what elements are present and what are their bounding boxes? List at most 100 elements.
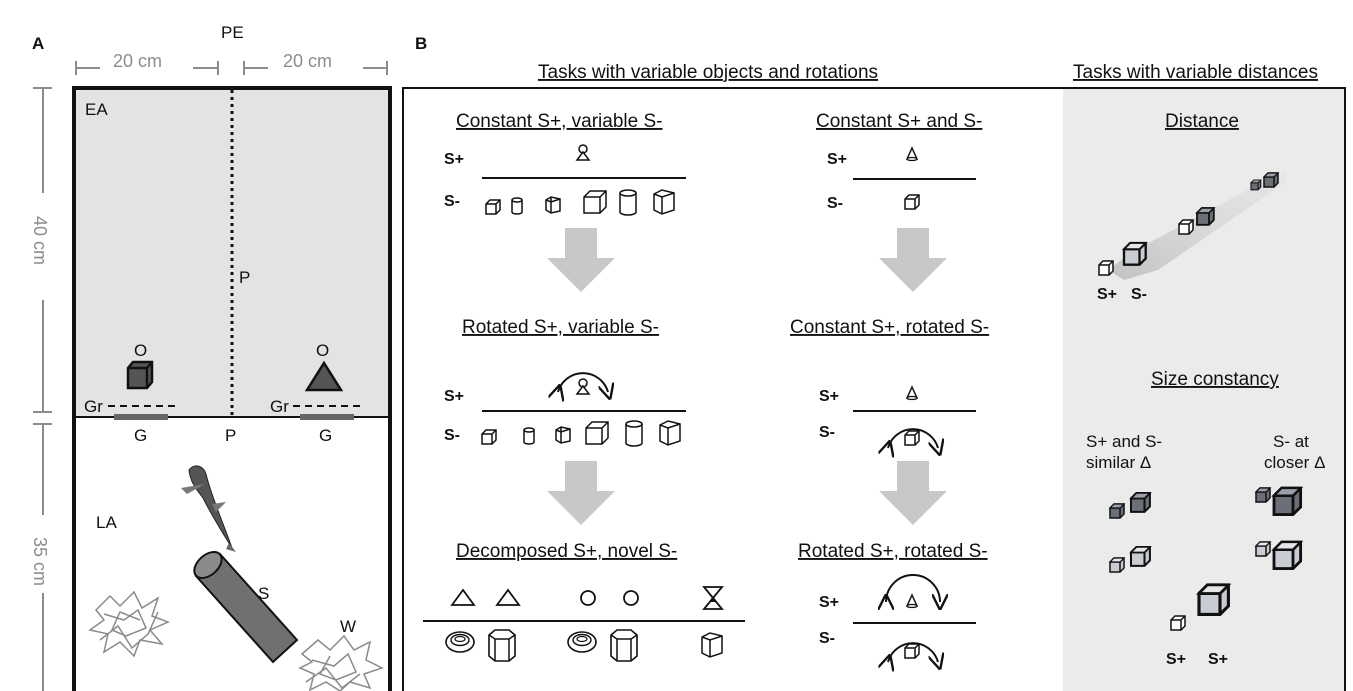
prism-icon [653, 189, 675, 215]
header-variable-distances: Tasks with variable distances [1073, 62, 1318, 83]
circle-icon [623, 590, 639, 606]
down-arrow-icon [879, 228, 947, 292]
distance-splus-label: S+ [1097, 286, 1117, 303]
cube-small-icon [1250, 179, 1262, 191]
rotation-arrow-icon [558, 372, 608, 392]
sminus-label: S- [819, 424, 835, 441]
down-arrow-icon [547, 228, 615, 292]
gate-right [300, 414, 354, 420]
similar-delta-line2: similar Δ [1086, 453, 1151, 472]
cube-light-icon [1255, 541, 1271, 557]
splus-label: S+ [444, 151, 464, 168]
cube-dark-icon [1196, 207, 1215, 226]
width-left-label: 20 cm [113, 51, 162, 71]
column-variable-objects: Constant S+, variable S- S+ S- Rotated S… [423, 111, 745, 662]
panel-a: A PE 20 cm 20 cm 40 cm 35 cm EA P P O [30, 23, 392, 691]
pe-label: PE [221, 23, 244, 42]
cube-dark-icon [1263, 172, 1279, 188]
hourglass-sand-icon [709, 596, 717, 602]
object-triangle-icon [304, 360, 344, 392]
cube-large-icon [1197, 583, 1230, 616]
closer-delta-line2: closer Δ [1264, 453, 1325, 472]
sminus-label: S- [819, 630, 835, 647]
column-rotations: Constant S+ and S- S+ S- Constant S+, ro… [790, 111, 989, 662]
cube-light-icon [1129, 545, 1151, 567]
cube-icon [485, 199, 501, 215]
grid-right-label: Gr [270, 397, 289, 416]
arena-walls [72, 86, 392, 691]
weed-left-icon [88, 590, 170, 658]
gate-left-label: G [134, 426, 147, 445]
cube-icon [583, 190, 607, 214]
height-top-label: 40 cm [30, 216, 50, 265]
cube-icon [1098, 260, 1114, 276]
panel-b-frame [402, 87, 1346, 691]
splus-label: S+ [827, 151, 847, 168]
splus-label: S+ [444, 388, 464, 405]
object-left-label: O [134, 341, 147, 360]
size-splus-label-2: S+ [1208, 651, 1228, 668]
rotation-arrow-icon [888, 642, 938, 662]
height-ruler [33, 87, 52, 691]
width-right-label: 20 cm [283, 51, 332, 71]
cube-large-icon [1122, 241, 1147, 266]
hourglass-icon [576, 144, 590, 161]
title-size-constancy: Size constancy [1151, 369, 1279, 390]
sminus-label: S- [444, 193, 460, 210]
gate-left [114, 414, 168, 420]
stone-icon [193, 550, 299, 664]
object-right-label: O [316, 341, 329, 360]
prism-icon [545, 196, 561, 214]
partition-label-bottom: P [225, 426, 236, 445]
rotation-arrow-icon [886, 574, 940, 602]
rotation-arrow-icon [888, 428, 938, 448]
torus-icon [445, 631, 475, 653]
triangle-icon [495, 588, 521, 606]
weed-label: W [340, 617, 356, 636]
cone-icon [906, 594, 918, 609]
cube-icon [1178, 219, 1194, 235]
cone-icon [906, 147, 918, 162]
closer-delta-line1: S- at [1273, 432, 1309, 451]
down-arrow-icon [547, 461, 615, 525]
sminus-label: S- [827, 195, 843, 212]
cube-dark-icon [1129, 491, 1151, 513]
panel-a-label: A [32, 34, 44, 53]
cone-icon [906, 386, 918, 401]
cube-dark-large-icon [1272, 486, 1303, 517]
grid-left-label: Gr [84, 397, 103, 416]
title-decomposed-splus-novel-sminus: Decomposed S+, novel S- [456, 541, 677, 562]
gate-right-label: G [319, 426, 332, 445]
cube-dark-icon [1109, 503, 1125, 519]
cube-icon [585, 421, 609, 445]
cylinder-icon [625, 420, 643, 447]
prism-icon [659, 420, 681, 446]
cube-icon [904, 194, 920, 210]
title-rotated-splus-rotated-sminus: Rotated S+, rotated S- [798, 541, 988, 562]
title-distance: Distance [1165, 111, 1239, 132]
hexagonal-prism-icon [610, 629, 638, 662]
splus-label: S+ [819, 594, 839, 611]
prism-icon [701, 632, 723, 658]
cube-icon [904, 430, 920, 446]
splus-label: S+ [819, 388, 839, 405]
large-area [74, 417, 390, 691]
stone-label: S [258, 584, 269, 603]
fish-icon [181, 465, 236, 552]
title-constant-splus-and-sminus: Constant S+ and S- [816, 111, 982, 132]
circle-icon [580, 590, 596, 606]
panel-b: B Tasks with variable objects and rotati… [402, 34, 1346, 691]
cylinder-icon [511, 197, 523, 215]
prism-icon [555, 426, 571, 444]
title-constant-splus-variable-sminus: Constant S+, variable S- [456, 111, 662, 132]
partition-label-mid: P [239, 268, 250, 287]
header-variable-objects: Tasks with variable objects and rotation… [538, 62, 878, 83]
title-rotated-splus-variable-sminus: Rotated S+, variable S- [462, 317, 659, 338]
cube-icon [1170, 615, 1186, 631]
weed-right-icon [298, 634, 384, 691]
size-splus-label-1: S+ [1166, 651, 1186, 668]
distance-trail [1108, 172, 1286, 280]
la-label: LA [96, 513, 117, 532]
cube-light-large-icon [1272, 540, 1303, 571]
ea-label: EA [85, 100, 108, 119]
